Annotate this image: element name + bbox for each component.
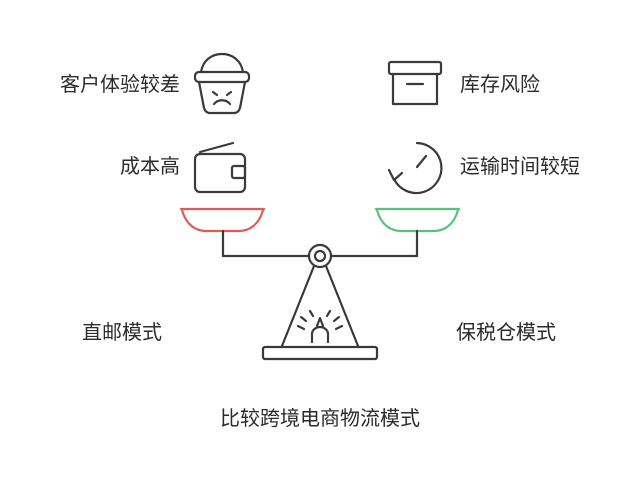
right-mode-label: 保税仓模式: [456, 320, 556, 344]
diagram-title: 比较跨境电商物流模式: [220, 406, 420, 430]
wallet-icon: [193, 141, 247, 194]
sad-basket-icon: [193, 52, 251, 115]
right-drawback-2: 运输时间较短: [460, 154, 580, 178]
left-drawback-1: 客户体验较差: [60, 72, 180, 96]
left-pan: [179, 207, 266, 233]
balance-stand: [261, 264, 379, 361]
clock-icon: [387, 141, 443, 195]
left-mode-label: 直邮模式: [82, 320, 162, 344]
right-drawback-1: 库存风险: [460, 72, 540, 96]
archive-box-icon: [387, 60, 443, 106]
right-pan: [374, 207, 461, 233]
balance-beam: [221, 229, 419, 269]
left-drawback-2: 成本高: [120, 154, 180, 178]
